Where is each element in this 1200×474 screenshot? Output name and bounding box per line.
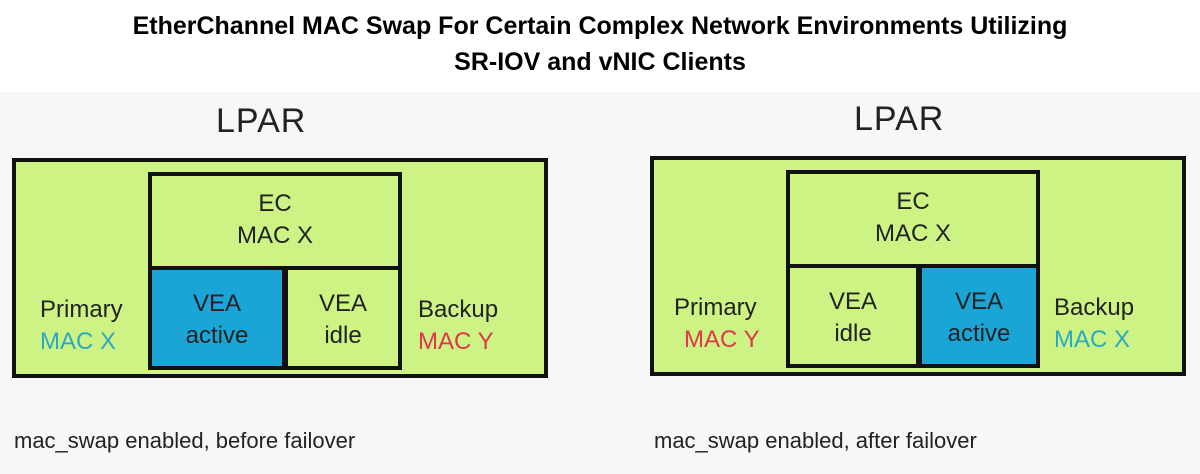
lpar-label: LPAR [216, 102, 307, 140]
ec-box: EC MAC X [786, 170, 1040, 268]
vea-label: VEA [192, 290, 242, 317]
backup-mac: MAC Y [418, 328, 494, 355]
vea-state: active [185, 322, 249, 349]
primary-adapter: Primary MAC X [40, 294, 123, 358]
vea-label: VEA [318, 290, 368, 317]
backup-adapter: Backup MAC Y [418, 294, 498, 358]
ec-label: EC [258, 190, 292, 217]
primary-mac: MAC Y [684, 326, 760, 353]
vea-label: VEA [828, 288, 878, 315]
vea-primary-box: VEA active [148, 266, 286, 370]
vea-backup-box: VEA active [918, 264, 1040, 368]
backup-adapter: Backup MAC X [1054, 292, 1134, 356]
ec-box: EC MAC X [148, 172, 402, 270]
title-line-2: SR-IOV and vNIC Clients [454, 48, 746, 76]
vea-state: idle [834, 320, 872, 347]
primary-label: Primary [674, 294, 757, 321]
lpar-label: LPAR [854, 100, 945, 138]
backup-mac: MAC X [1054, 326, 1131, 353]
page-title: EtherChannel MAC Swap For Certain Comple… [0, 8, 1200, 80]
diagram-after-failover: LPAR EC MAC X VEA idle VEA active Primar… [600, 92, 1200, 474]
vea-primary-box: VEA idle [786, 264, 920, 368]
vea-label: VEA [954, 288, 1004, 315]
backup-label: Backup [418, 296, 499, 323]
primary-mac: MAC X [40, 328, 117, 355]
ec-mac: MAC X [874, 220, 951, 247]
primary-label: Primary [40, 296, 123, 323]
ec-label: EC [896, 188, 930, 215]
vea-state: idle [324, 322, 362, 349]
caption: mac_swap enabled, after failover [654, 428, 977, 453]
caption: mac_swap enabled, before failover [14, 428, 356, 453]
primary-adapter: Primary MAC Y [674, 292, 760, 356]
diagram-before-failover: LPAR EC MAC X VEA active VEA idle Primar… [0, 92, 600, 474]
ec-mac: MAC X [236, 222, 313, 249]
vea-state: active [947, 320, 1011, 347]
backup-label: Backup [1054, 294, 1135, 321]
title-line-1: EtherChannel MAC Swap For Certain Comple… [132, 12, 1068, 40]
vea-backup-box: VEA idle [284, 266, 402, 370]
